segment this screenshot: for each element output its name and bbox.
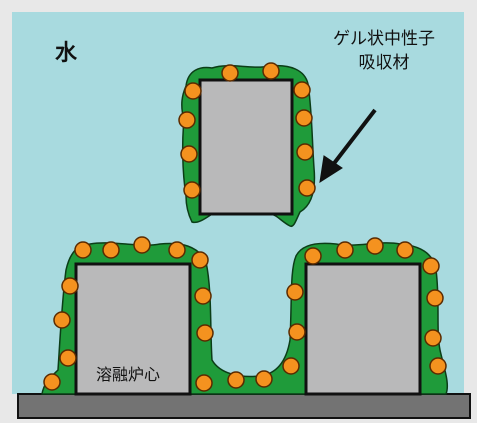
core-block-right xyxy=(304,262,422,396)
absorber-label-line2: 吸収材 xyxy=(358,53,410,73)
absorber-bead xyxy=(178,111,196,129)
core-block-top xyxy=(198,78,294,216)
absorber-bead xyxy=(293,81,311,99)
absorber-bead xyxy=(43,373,61,391)
absorber-label-line1: ゲル状中性子 xyxy=(333,29,435,49)
absorber-bead xyxy=(366,237,384,255)
absorber-bead xyxy=(262,62,280,80)
absorber-bead xyxy=(194,287,212,305)
absorber-bead xyxy=(288,323,306,341)
absorber-bead xyxy=(426,289,444,307)
molten-core-label: 溶融炉心 xyxy=(96,365,161,384)
absorber-bead xyxy=(61,277,79,295)
absorber-bead xyxy=(336,241,354,259)
absorber-bead xyxy=(183,181,201,199)
core-block-left xyxy=(74,262,192,396)
absorber-bead xyxy=(227,371,245,389)
absorber-bead xyxy=(184,82,202,100)
absorber-bead xyxy=(195,374,213,392)
absorber-bead xyxy=(282,357,300,375)
absorber-bead xyxy=(221,64,239,82)
absorber-bead xyxy=(133,236,151,254)
floor-base xyxy=(17,393,471,419)
absorber-bead xyxy=(296,143,314,161)
water-label: 水 xyxy=(55,41,78,66)
absorber-bead xyxy=(286,283,304,301)
absorber-bead xyxy=(196,324,214,342)
absorber-bead xyxy=(53,311,71,329)
absorber-bead xyxy=(422,257,440,275)
absorber-bead xyxy=(396,241,414,259)
core-blocks xyxy=(74,78,422,396)
absorber-beads xyxy=(43,62,447,392)
absorber-bead xyxy=(180,145,198,163)
absorber-bead xyxy=(59,349,77,367)
absorber-bead xyxy=(255,370,273,388)
absorber-bead xyxy=(424,329,442,347)
absorber-bead xyxy=(74,241,92,259)
gel-neutron-absorber-label: ゲル状中性子 吸収材 xyxy=(333,27,435,75)
absorber-bead xyxy=(304,247,322,265)
absorber-bead xyxy=(295,109,313,127)
absorber-bead xyxy=(298,179,316,197)
absorber-bead xyxy=(102,241,120,259)
pointer-arrow xyxy=(319,108,377,184)
absorber-bead xyxy=(429,357,447,375)
absorber-bead xyxy=(191,251,209,269)
absorber-bead xyxy=(168,241,186,259)
